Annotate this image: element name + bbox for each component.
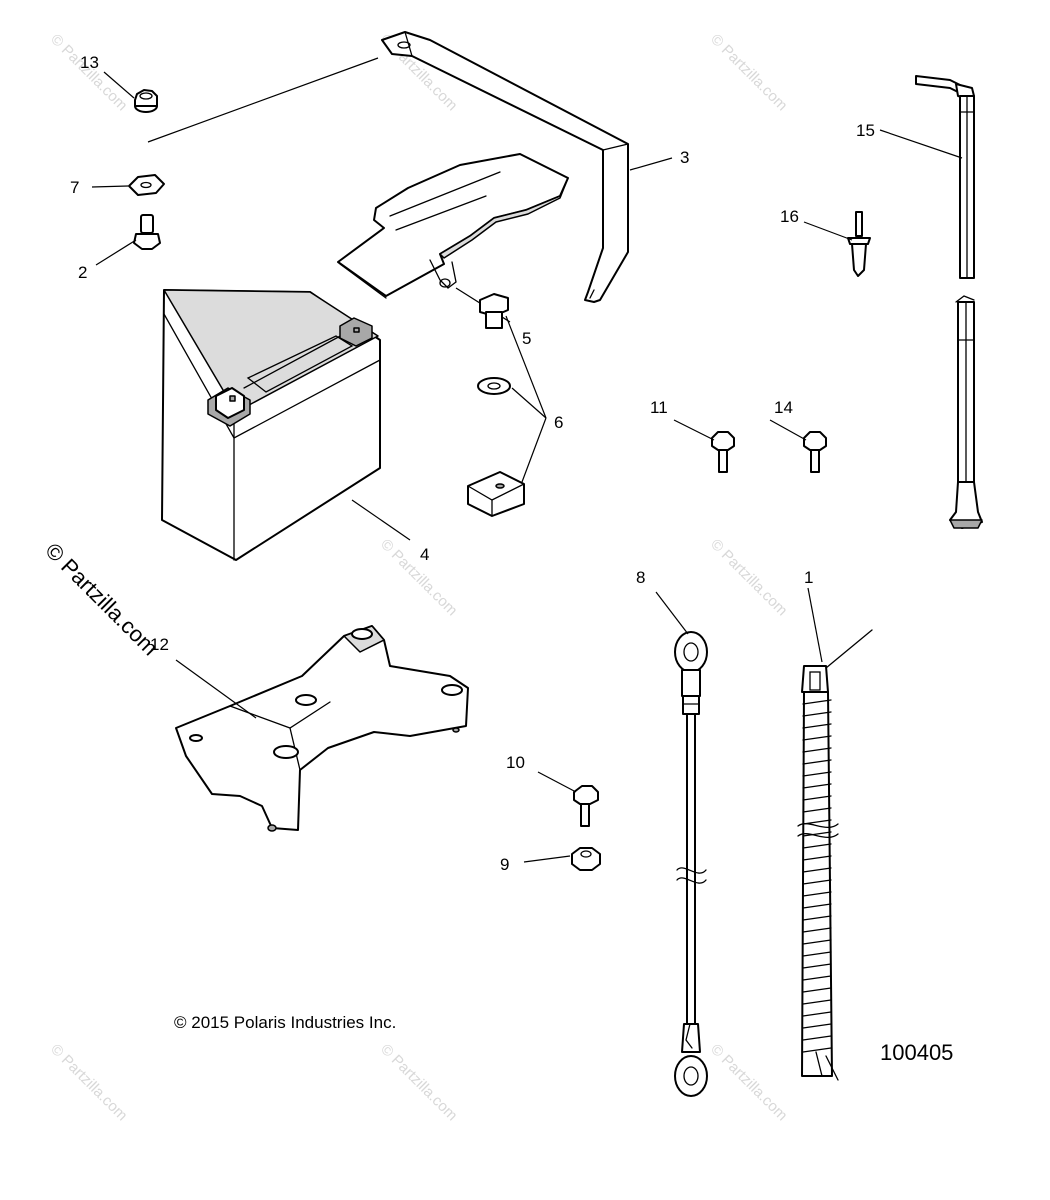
part-9-nut <box>571 847 601 871</box>
part-15-cable <box>915 75 983 529</box>
callout-16: 16 <box>780 207 799 226</box>
watermark-tile: © Partzilla.com <box>47 31 130 114</box>
leader-3 <box>629 157 673 171</box>
leader-13 <box>103 71 135 99</box>
watermark-tile: © Partzilla.com <box>707 536 790 619</box>
leader-1 <box>807 587 823 663</box>
callout-8: 8 <box>636 568 645 587</box>
callout-3: 3 <box>680 148 689 167</box>
part-5-hold-down <box>337 153 569 299</box>
callout-5: 5 <box>522 329 531 348</box>
part-1-conduit <box>797 629 873 1081</box>
watermark-tile: © Partzilla.com <box>707 1041 790 1124</box>
callout-1: 1 <box>804 568 813 587</box>
leader-11 <box>673 419 715 441</box>
watermark-tile: © Partzilla.com <box>707 31 790 114</box>
callout-2: 2 <box>78 263 87 282</box>
watermark-main: © Partzilla.com <box>40 538 163 661</box>
leader-15 <box>879 129 963 159</box>
part-12-tray <box>175 625 469 832</box>
leader-14 <box>769 419 807 441</box>
part-6-hardware <box>467 293 525 517</box>
callout-9: 9 <box>500 855 509 874</box>
part-4-battery <box>161 289 381 561</box>
callout-15: 15 <box>856 121 875 140</box>
part-3-strap <box>381 31 629 303</box>
watermark-tile: © Partzilla.com <box>47 1041 130 1124</box>
leader-7 <box>91 185 129 188</box>
leader-6b <box>511 387 547 419</box>
callout-4: 4 <box>420 545 429 564</box>
leader-4 <box>351 499 411 541</box>
leader-16 <box>803 221 853 241</box>
callout-13: 13 <box>80 53 99 72</box>
part-11-screw <box>711 431 735 473</box>
leader-9 <box>523 855 571 863</box>
watermark-tile: © Partzilla.com <box>377 536 460 619</box>
callout-12: 12 <box>150 635 169 654</box>
leader-6c <box>521 417 547 483</box>
leader-10 <box>537 771 577 793</box>
part-7-washer <box>128 174 165 196</box>
callout-14: 14 <box>774 398 793 417</box>
callout-7: 7 <box>70 178 79 197</box>
callout-6: 6 <box>554 413 563 432</box>
copyright-text: © 2015 Polaris Industries Inc. <box>174 1013 397 1032</box>
part-14-screw <box>803 431 827 473</box>
leader-2 <box>95 239 137 266</box>
part-2-bolt <box>133 214 161 250</box>
callout-11: 11 <box>650 398 668 417</box>
leader-strap-fastener <box>147 57 379 143</box>
part-13-nut <box>134 89 158 113</box>
callout-10: 10 <box>506 753 525 772</box>
figure-number: 100405 <box>880 1040 954 1065</box>
leader-8 <box>655 591 689 635</box>
leader-12 <box>175 659 257 719</box>
part-10-bolt <box>573 785 599 827</box>
part-8-ground-cable <box>674 631 708 1097</box>
leader-6a <box>505 315 547 419</box>
part-16-pin <box>847 211 871 277</box>
watermark-tile: © Partzilla.com <box>377 1041 460 1124</box>
